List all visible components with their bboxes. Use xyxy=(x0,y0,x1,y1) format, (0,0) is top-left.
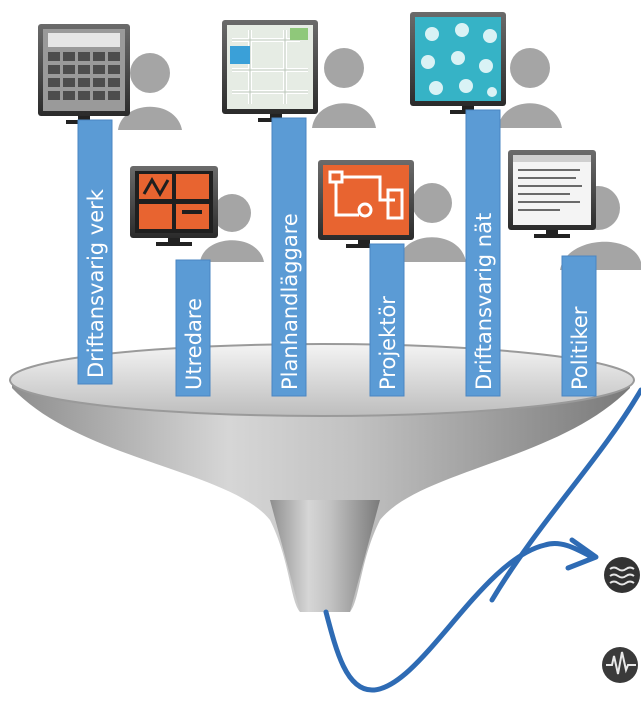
role-bar xyxy=(465,109,501,397)
person-silhouette-icon xyxy=(118,53,182,130)
orange-tiles-screen-icon xyxy=(130,166,218,246)
teal-gears-screen-icon xyxy=(410,12,506,114)
role-bar xyxy=(369,243,405,397)
role-projektor: Projektör xyxy=(318,160,466,397)
role-label: Politiker xyxy=(568,306,592,390)
role-label: Planhandläggare xyxy=(278,213,302,390)
person-silhouette-icon xyxy=(498,48,562,128)
role-bar xyxy=(175,259,211,397)
flow-line xyxy=(323,540,593,693)
funnel-body xyxy=(12,382,630,612)
calculator-screen-icon xyxy=(38,24,130,124)
flow-line-upper xyxy=(489,387,641,603)
role-bar xyxy=(271,117,307,397)
flow-arrowhead xyxy=(565,537,599,571)
person-silhouette-icon xyxy=(312,48,376,128)
role-bar xyxy=(561,255,597,397)
funnel-spout xyxy=(270,500,380,612)
person-silhouette-icon xyxy=(200,194,264,262)
role-label: Driftansvarig verk xyxy=(84,188,108,378)
role-utredare: Utredare xyxy=(130,166,264,397)
role-driftansvarig-verk: Driftansvarig verk xyxy=(38,24,182,385)
role-driftansvarig-nat: Driftansvarig nät xyxy=(410,12,562,397)
role-politiker: Politiker xyxy=(508,150,641,397)
schematic-screen-icon xyxy=(318,160,414,248)
role-planhandlaggare: Planhandläggare xyxy=(222,20,376,397)
role-label: Projektör xyxy=(376,296,400,390)
map-screen-icon xyxy=(222,20,318,122)
waveform-icon xyxy=(602,647,638,683)
person-silhouette-icon xyxy=(398,183,466,262)
role-bar xyxy=(77,119,113,385)
waves-icon xyxy=(604,557,640,593)
document-screen-icon xyxy=(508,150,596,238)
role-label: Utredare xyxy=(182,298,206,390)
role-label: Driftansvarig nät xyxy=(472,213,496,390)
